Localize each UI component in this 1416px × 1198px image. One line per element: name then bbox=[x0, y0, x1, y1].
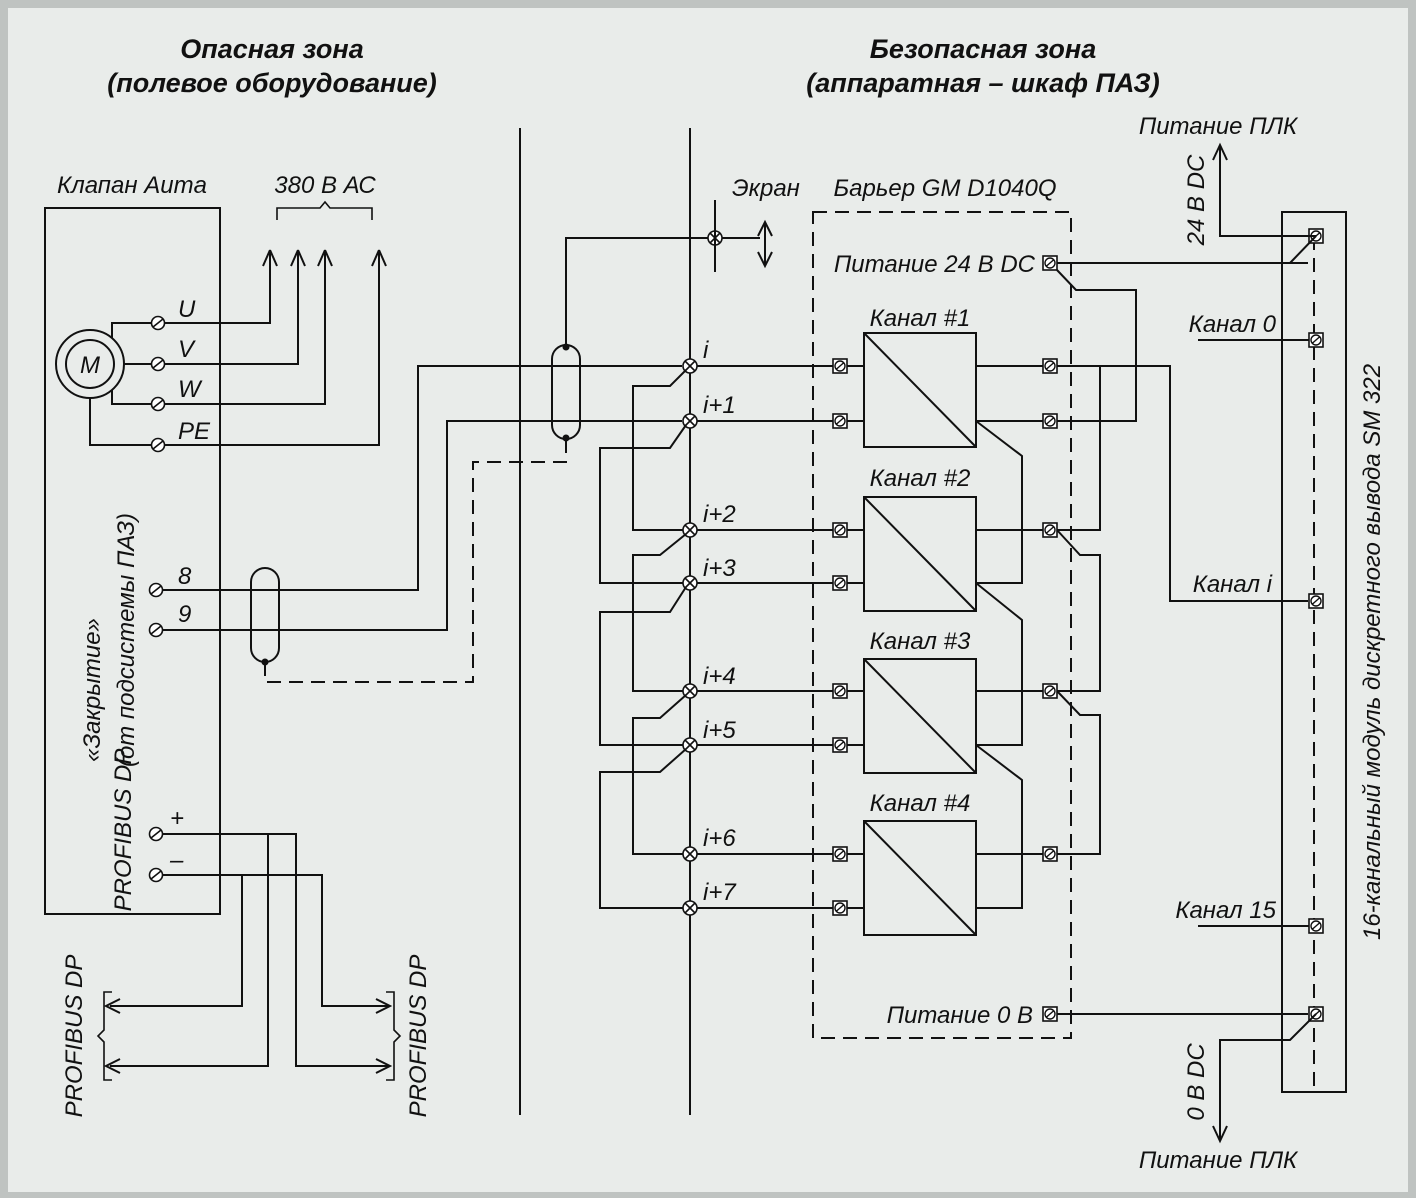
barrier-title: Барьер GM D1040Q bbox=[833, 175, 1056, 202]
profibus-brace-right bbox=[386, 991, 402, 1081]
barrier-power-24-label: Питание 24 В DC bbox=[834, 251, 1036, 278]
ac-supply-label: 380 В АС bbox=[274, 172, 376, 199]
terminal-9-label: 9 bbox=[178, 601, 191, 628]
barrier-box bbox=[812, 211, 1072, 1039]
channel-3: Канал #3 bbox=[832, 628, 1058, 774]
valve-box bbox=[44, 207, 221, 915]
hazard-zone-title: Опасная зона bbox=[180, 34, 364, 64]
terminal-v-label: V bbox=[178, 336, 196, 363]
plc-ch15-label: Канал 15 bbox=[1175, 897, 1276, 924]
plc-supply-bottom-label: Питание ПЛК bbox=[1139, 1147, 1299, 1174]
channel-1: Канал #1 bbox=[832, 305, 1058, 448]
plc-supply-top-label: Питание ПЛК bbox=[1139, 113, 1299, 140]
safe-zone-title: Безопасная зона bbox=[870, 34, 1097, 64]
screen-label: Экран bbox=[732, 175, 800, 202]
svg-text:Канал #3: Канал #3 bbox=[870, 628, 971, 655]
bus-label-i5: i+5 bbox=[703, 717, 736, 744]
terminal-8-label: 8 bbox=[178, 563, 192, 590]
bus-label-i4: i+4 bbox=[703, 663, 736, 690]
plc-module bbox=[1281, 211, 1347, 1093]
closing-signal-source: (от подсистемы ПАЗ) bbox=[113, 513, 140, 767]
plc-module-label: 16-канальный модуль дискретного вывода S… bbox=[1359, 364, 1386, 940]
profibus-right-label: PROFIBUS DP bbox=[405, 955, 432, 1118]
terminal-u-label: U bbox=[178, 296, 196, 323]
barrier-power-0-label: Питание 0 В bbox=[887, 1002, 1033, 1029]
svg-text:Канал #1: Канал #1 bbox=[870, 305, 971, 332]
screen-ground-arrow bbox=[757, 219, 773, 269]
valve-profibus-label: PROFIBUS DP bbox=[110, 749, 137, 912]
profibus-brace-left bbox=[96, 991, 112, 1081]
hazard-zone-subtitle: (полевое оборудование) bbox=[107, 68, 437, 98]
channel-2: Канал #2 bbox=[832, 465, 1058, 612]
bus-label-i: i bbox=[703, 337, 709, 364]
svg-text:Канал #4: Канал #4 bbox=[870, 790, 971, 817]
closing-signal-label: «Закрытие» bbox=[79, 618, 106, 762]
plc-0vdc-label: 0 В DC bbox=[1183, 1043, 1210, 1121]
terminal-w-label: W bbox=[178, 376, 203, 403]
plc-24vdc-label: 24 В DC bbox=[1183, 154, 1210, 246]
channel-4: Канал #4 bbox=[832, 790, 1058, 936]
bus-label-i1: i+1 bbox=[703, 392, 736, 419]
bus-label-i7: i+7 bbox=[703, 879, 737, 906]
plc-chi-label: Канал i bbox=[1193, 571, 1273, 598]
bus-label-i2: i+2 bbox=[703, 501, 736, 528]
terminal-pe-label: PE bbox=[178, 418, 211, 445]
bus-label-i6: i+6 bbox=[703, 825, 736, 852]
bus-label-i3: i+3 bbox=[703, 555, 736, 582]
ac-brace bbox=[276, 200, 373, 220]
profibus-plus-label: + bbox=[170, 805, 184, 832]
svg-text:Канал #2: Канал #2 bbox=[870, 465, 971, 492]
valve-label: Клапан Auma bbox=[57, 172, 207, 199]
profibus-left-label: PROFIBUS DP bbox=[61, 955, 88, 1118]
motor-label: M bbox=[80, 352, 100, 379]
safe-zone-subtitle: (аппаратная – шкаф ПАЗ) bbox=[806, 68, 1159, 98]
profibus-minus-label: – bbox=[169, 847, 184, 874]
plc-ch0-label: Канал 0 bbox=[1189, 311, 1277, 338]
